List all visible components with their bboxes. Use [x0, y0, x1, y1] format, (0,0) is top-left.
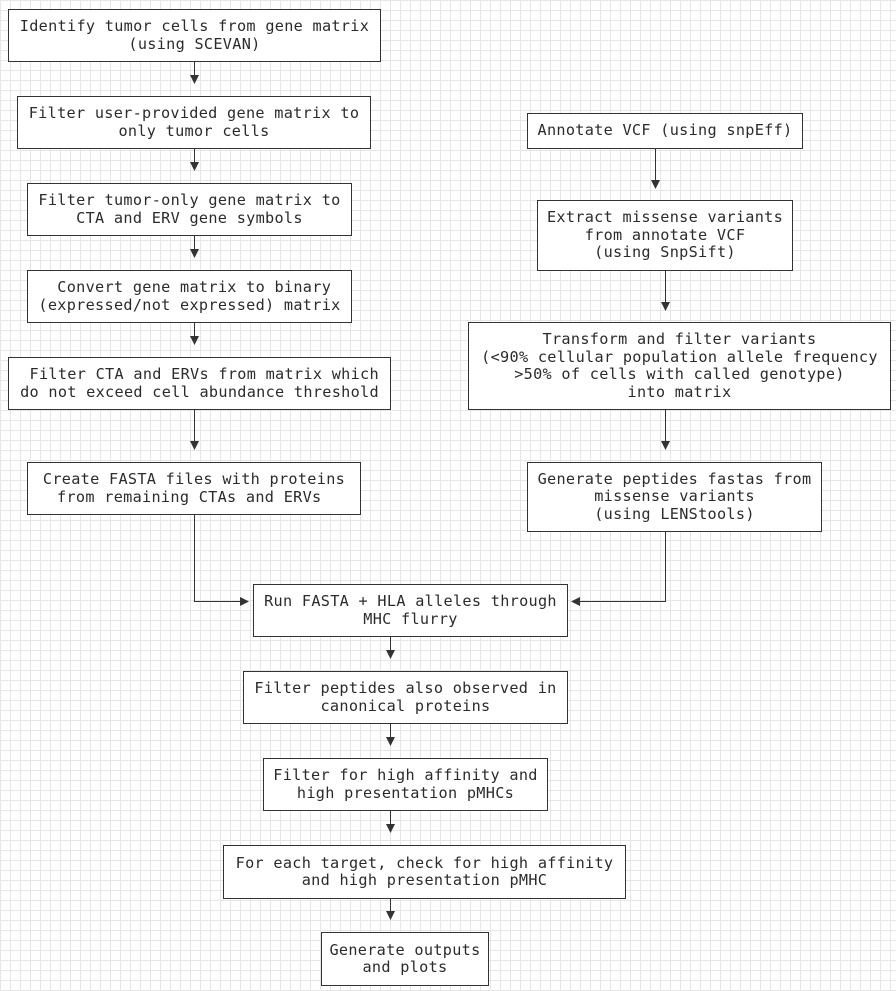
arrow-filter-to-cta-erv: [190, 149, 199, 171]
arrow-mhcflurry-to-canonical: [386, 637, 395, 659]
arrow-binary-to-abundance: [190, 323, 199, 345]
step-extract-missense-variants[interactable]: Extract missense variants from annotate …: [537, 200, 793, 271]
step-check-targets[interactable]: For each target, check for high affinity…: [223, 845, 626, 899]
step-convert-binary-matrix[interactable]: Convert gene matrix to binary (expressed…: [27, 270, 352, 323]
arrow-abundance-to-fasta: [190, 410, 199, 450]
step-transform-filter-variants[interactable]: Transform and filter variants (<90% cell…: [468, 322, 891, 410]
arrow-annotate-to-extract: [651, 149, 660, 189]
step-filter-cta-erv-symbols[interactable]: Filter tumor-only gene matrix to CTA and…: [27, 183, 352, 236]
step-generate-peptide-fastas[interactable]: Generate peptides fastas from missense v…: [527, 462, 822, 532]
arrow-extract-to-transform: [661, 271, 670, 311]
step-filter-user-gene-matrix[interactable]: Filter user-provided gene matrix to only…: [17, 96, 371, 149]
step-annotate-vcf[interactable]: Annotate VCF (using snpEff): [527, 113, 803, 149]
arrow-peptides-to-mhcflurry: [571, 532, 666, 606]
arrow-fasta-to-mhcflurry: [194, 515, 249, 606]
arrow-transform-to-peptides: [661, 410, 670, 450]
step-filter-high-affinity[interactable]: Filter for high affinity and high presen…: [263, 758, 548, 811]
step-create-fasta-files[interactable]: Create FASTA files with proteins from re…: [27, 462, 361, 515]
step-filter-abundance-threshold[interactable]: Filter CTA and ERVs from matrix which do…: [8, 357, 391, 410]
arrow-cta-erv-to-binary: [190, 236, 199, 258]
arrow-affinity-to-targets: [386, 811, 395, 833]
arrow-targets-to-outputs: [386, 899, 395, 920]
step-generate-outputs[interactable]: Generate outputs and plots: [321, 932, 489, 986]
arrow-identify-to-filter: [190, 62, 199, 84]
arrow-canonical-to-affinity: [386, 724, 395, 746]
step-filter-canonical-peptides[interactable]: Filter peptides also observed in canonic…: [243, 671, 568, 724]
step-run-mhcflurry[interactable]: Run FASTA + HLA alleles through MHC flur…: [253, 584, 568, 637]
step-identify-tumor-cells[interactable]: Identify tumor cells from gene matrix (u…: [8, 9, 381, 62]
